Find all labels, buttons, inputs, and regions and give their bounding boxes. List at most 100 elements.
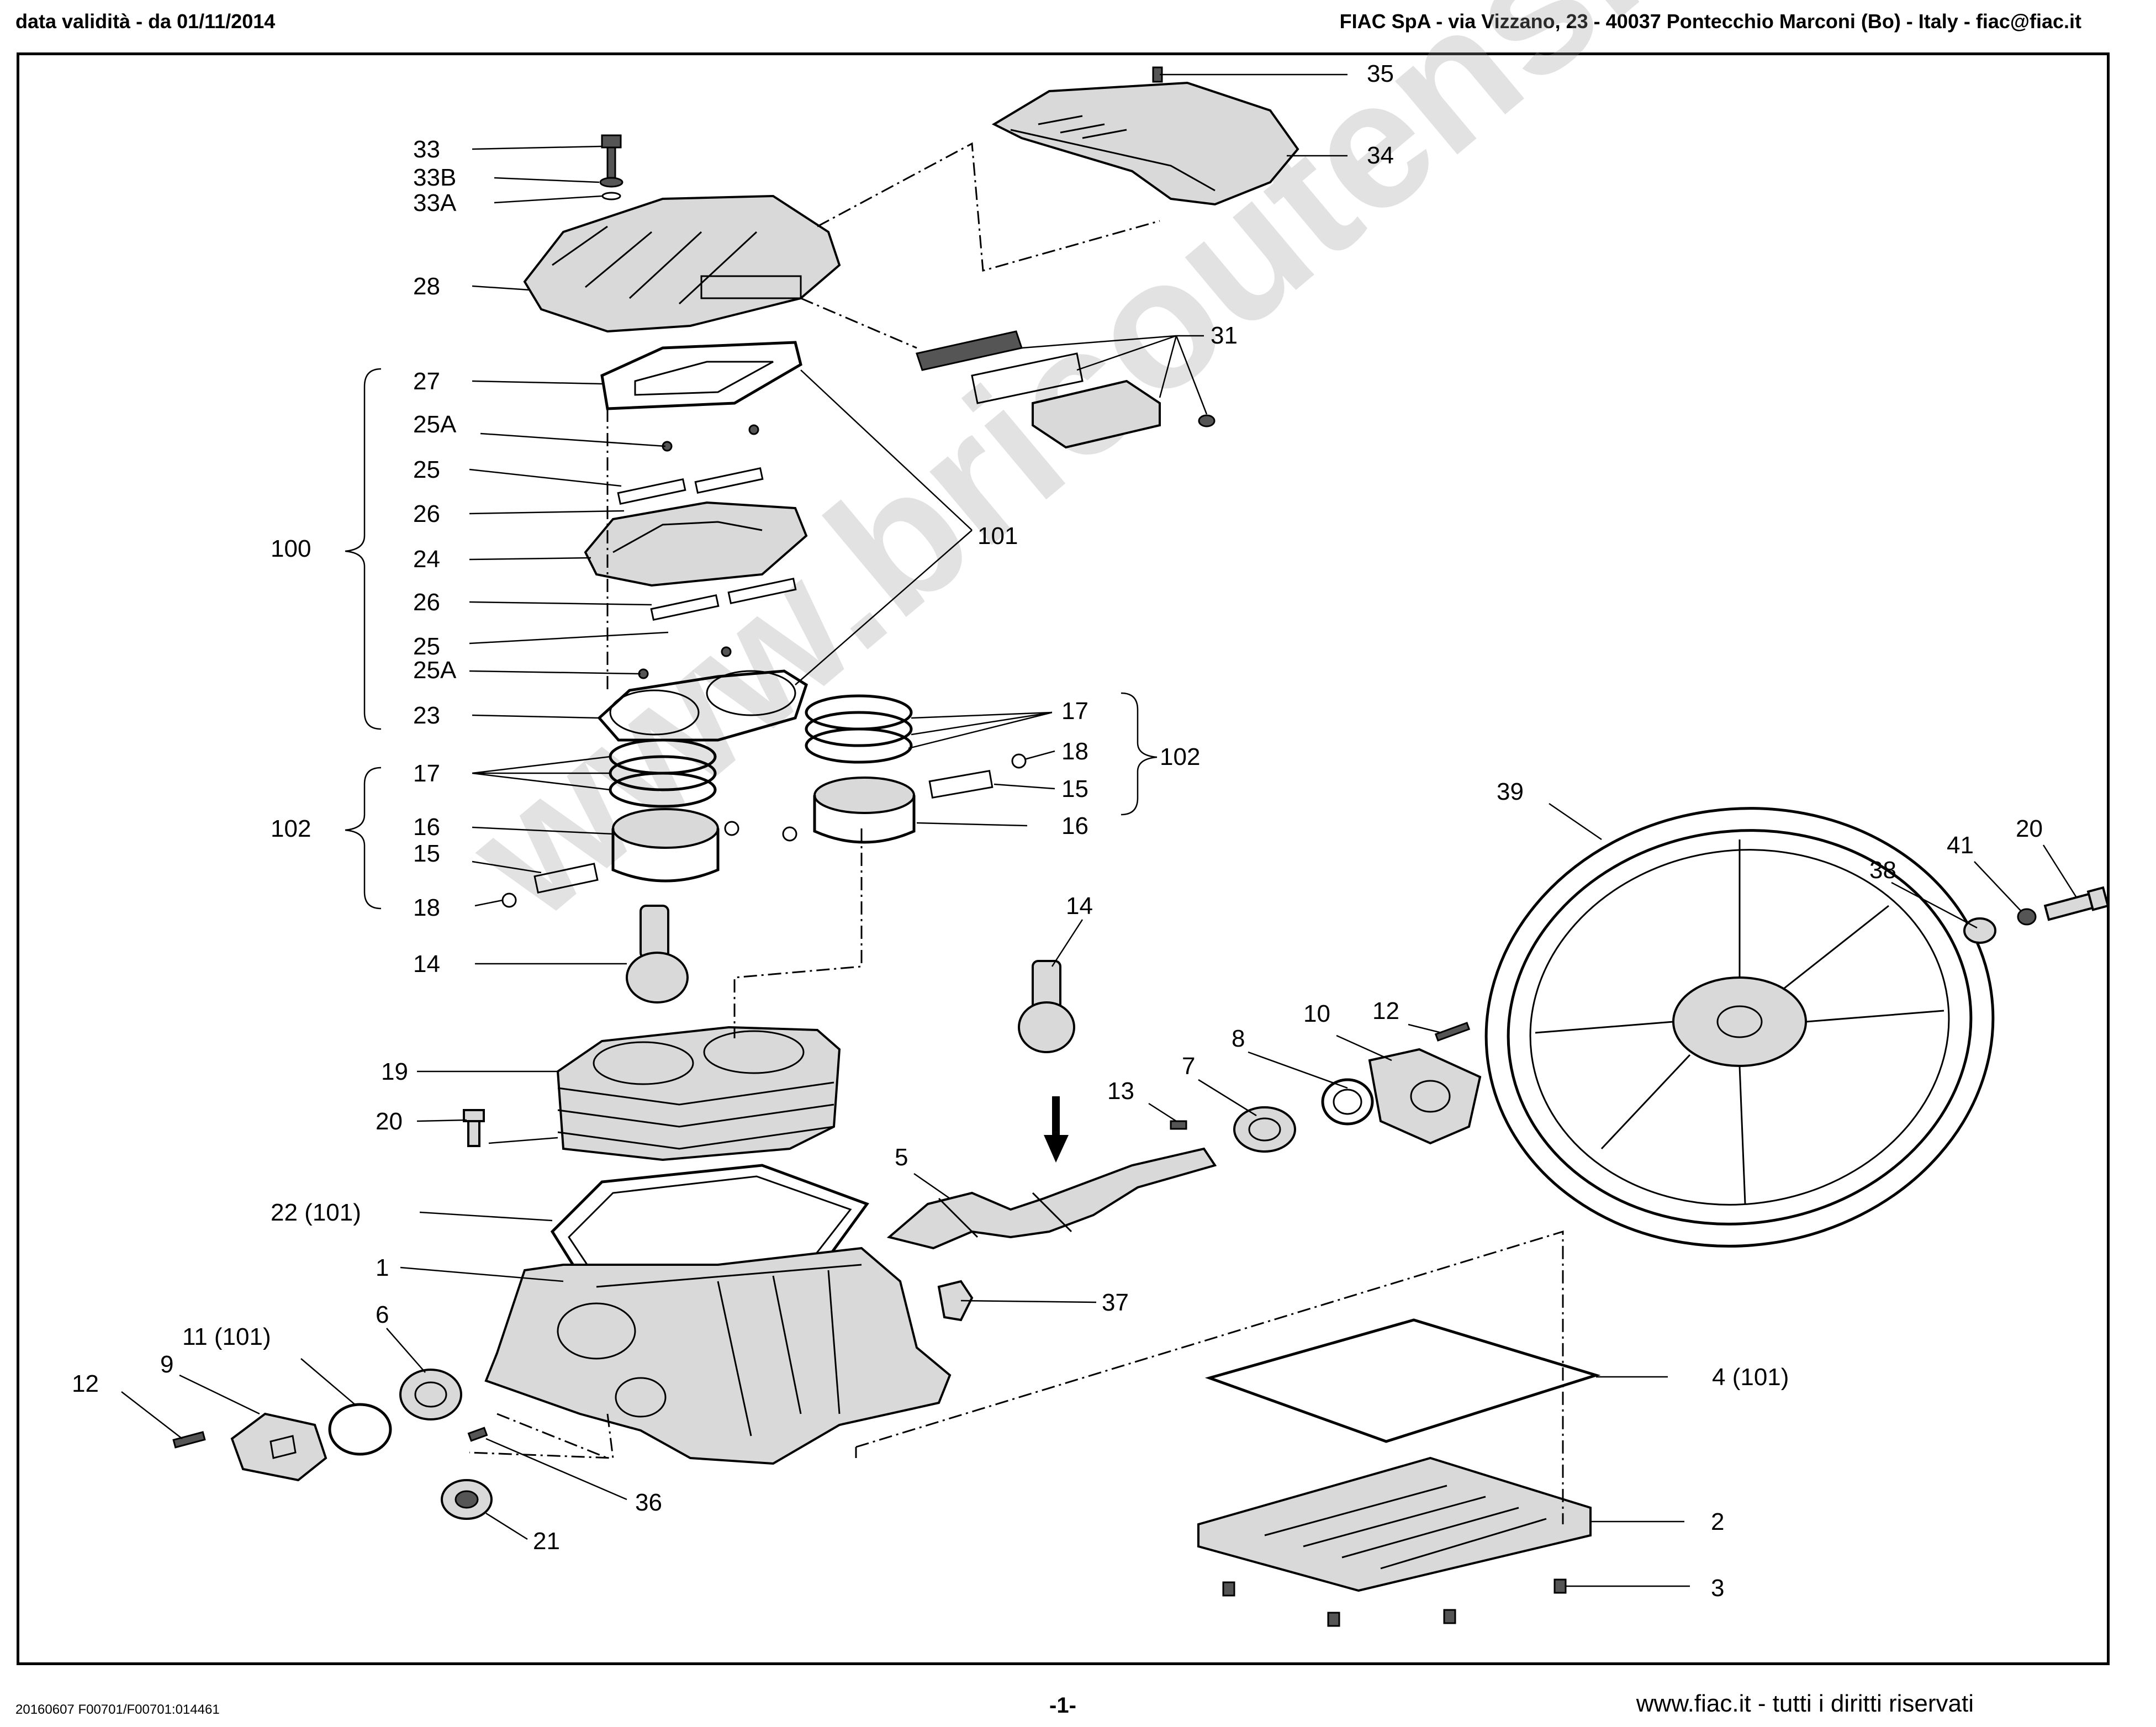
header-company-address: FIAC SpA - via Vizzano, 23 - 40037 Ponte… bbox=[1339, 10, 2081, 33]
part-cover-9 bbox=[230, 1412, 327, 1482]
part-plug-21 bbox=[441, 1479, 493, 1520]
part-crankcase-1 bbox=[484, 1247, 952, 1465]
part-breather-37 bbox=[937, 1280, 974, 1322]
label-20-right: 20 bbox=[2016, 815, 2043, 842]
leader-lines bbox=[121, 73, 2078, 1587]
label-102-left: 102 bbox=[271, 815, 311, 842]
label-2: 2 bbox=[1711, 1508, 1724, 1535]
label-11: 11 (101) bbox=[182, 1323, 271, 1350]
label-37: 37 bbox=[1102, 1289, 1129, 1316]
label-20-left: 20 bbox=[376, 1108, 403, 1135]
part-washer-41 bbox=[2017, 908, 2037, 926]
label-33: 33 bbox=[413, 136, 440, 163]
label-39: 39 bbox=[1497, 778, 1524, 805]
part-screw-12-left bbox=[172, 1431, 206, 1449]
label-3: 3 bbox=[1711, 1575, 1724, 1602]
label-38: 38 bbox=[1869, 857, 1896, 884]
label-4: 4 (101) bbox=[1712, 1364, 1789, 1391]
label-18-left: 18 bbox=[413, 894, 440, 921]
part-gasket-27 bbox=[600, 341, 802, 410]
label-26-bot: 26 bbox=[413, 589, 440, 616]
label-24: 24 bbox=[413, 546, 440, 573]
label-8: 8 bbox=[1232, 1025, 1245, 1052]
footer-website: www.fiac.it - tutti i diritti riservati bbox=[1636, 1690, 1974, 1717]
label-14-left: 14 bbox=[413, 950, 440, 978]
part-gasket-23 bbox=[597, 669, 808, 742]
label-41: 41 bbox=[1947, 832, 1974, 859]
part-conrod-14-right bbox=[1018, 960, 1075, 1053]
part-bearing-6 bbox=[399, 1369, 462, 1420]
label-26-top: 26 bbox=[413, 500, 440, 527]
part-number-labels: 35 34 33 33B 33A 28 31 27 25A 25 26 100 … bbox=[72, 60, 2043, 1602]
label-36: 36 bbox=[635, 1489, 662, 1516]
part-crankshaft-5 bbox=[886, 1147, 1217, 1250]
label-19: 19 bbox=[381, 1058, 408, 1085]
part-washer-38 bbox=[1963, 917, 1996, 944]
label-6: 6 bbox=[376, 1301, 389, 1328]
label-23: 23 bbox=[413, 702, 440, 729]
part-screw-36 bbox=[467, 1427, 488, 1442]
label-15-right: 15 bbox=[1061, 775, 1088, 802]
part-base-plate-2 bbox=[1197, 1456, 1592, 1592]
label-27: 27 bbox=[413, 368, 440, 395]
part-bolt-20-right bbox=[2043, 886, 2110, 921]
label-13: 13 bbox=[1107, 1078, 1134, 1105]
label-101: 101 bbox=[977, 522, 1018, 550]
part-key-13 bbox=[1170, 1120, 1187, 1130]
label-102-right: 102 bbox=[1160, 743, 1200, 770]
part-gasket-4 bbox=[1204, 1318, 1601, 1443]
label-33a: 33A bbox=[413, 189, 457, 216]
label-1: 1 bbox=[376, 1254, 389, 1281]
part-bearing-7 bbox=[1233, 1106, 1296, 1153]
footer-page-number: -1- bbox=[1049, 1693, 1076, 1718]
label-18-right: 18 bbox=[1061, 738, 1088, 765]
label-33b: 33B bbox=[413, 164, 456, 191]
footer-document-code: 20160607 F00701/F00701:014461 bbox=[15, 1702, 220, 1717]
label-28: 28 bbox=[413, 273, 440, 300]
label-9: 9 bbox=[160, 1351, 173, 1378]
part-piston-16-left bbox=[611, 808, 720, 883]
part-screw-20-left bbox=[463, 1109, 485, 1147]
part-oring-11 bbox=[328, 1403, 392, 1456]
part-piston-16-right bbox=[813, 777, 916, 844]
label-16-left: 16 bbox=[413, 814, 440, 841]
part-rings-17-right bbox=[805, 694, 913, 764]
label-14-right: 14 bbox=[1066, 892, 1093, 920]
part-cylinder-head-28 bbox=[523, 194, 841, 333]
label-25a-bot: 25A bbox=[413, 657, 457, 684]
part-cover-10 bbox=[1368, 1048, 1482, 1145]
part-cylinder-19 bbox=[556, 1026, 841, 1161]
label-12-left: 12 bbox=[72, 1370, 99, 1397]
bracket-102-left bbox=[345, 767, 382, 910]
part-screw-12-right bbox=[1434, 1022, 1471, 1042]
part-valve-plate-24 bbox=[584, 501, 808, 587]
part-pins-15-clips-18 bbox=[501, 753, 1027, 908]
label-12-right: 12 bbox=[1372, 997, 1399, 1024]
label-16-right: 16 bbox=[1061, 812, 1088, 839]
label-25a-top: 25A bbox=[413, 411, 457, 438]
label-34: 34 bbox=[1367, 142, 1394, 169]
label-100: 100 bbox=[271, 535, 311, 562]
part-flywheel-39 bbox=[1484, 807, 1995, 1248]
part-bolt-33 bbox=[599, 134, 623, 200]
bracket-100 bbox=[345, 368, 382, 730]
label-25-bot: 25 bbox=[413, 633, 440, 660]
bracket-102-right bbox=[1121, 692, 1158, 816]
header-validity-date: data validità - da 01/11/2014 bbox=[15, 10, 276, 33]
label-25-top: 25 bbox=[413, 456, 440, 483]
label-7: 7 bbox=[1182, 1053, 1195, 1080]
label-17-left: 17 bbox=[413, 760, 440, 787]
label-31: 31 bbox=[1211, 322, 1238, 349]
label-15-left: 15 bbox=[413, 840, 440, 867]
label-5: 5 bbox=[895, 1144, 908, 1171]
label-10: 10 bbox=[1303, 1000, 1330, 1027]
part-seal-8 bbox=[1321, 1078, 1374, 1126]
part-screws-3 bbox=[1222, 1578, 1567, 1627]
arrow-down-icon bbox=[1044, 1096, 1069, 1163]
alignment-lines bbox=[469, 142, 1564, 1524]
drawing-frame bbox=[17, 52, 2110, 1665]
label-22: 22 (101) bbox=[271, 1199, 361, 1226]
label-35: 35 bbox=[1367, 60, 1394, 87]
part-cover-34 bbox=[991, 81, 1299, 206]
